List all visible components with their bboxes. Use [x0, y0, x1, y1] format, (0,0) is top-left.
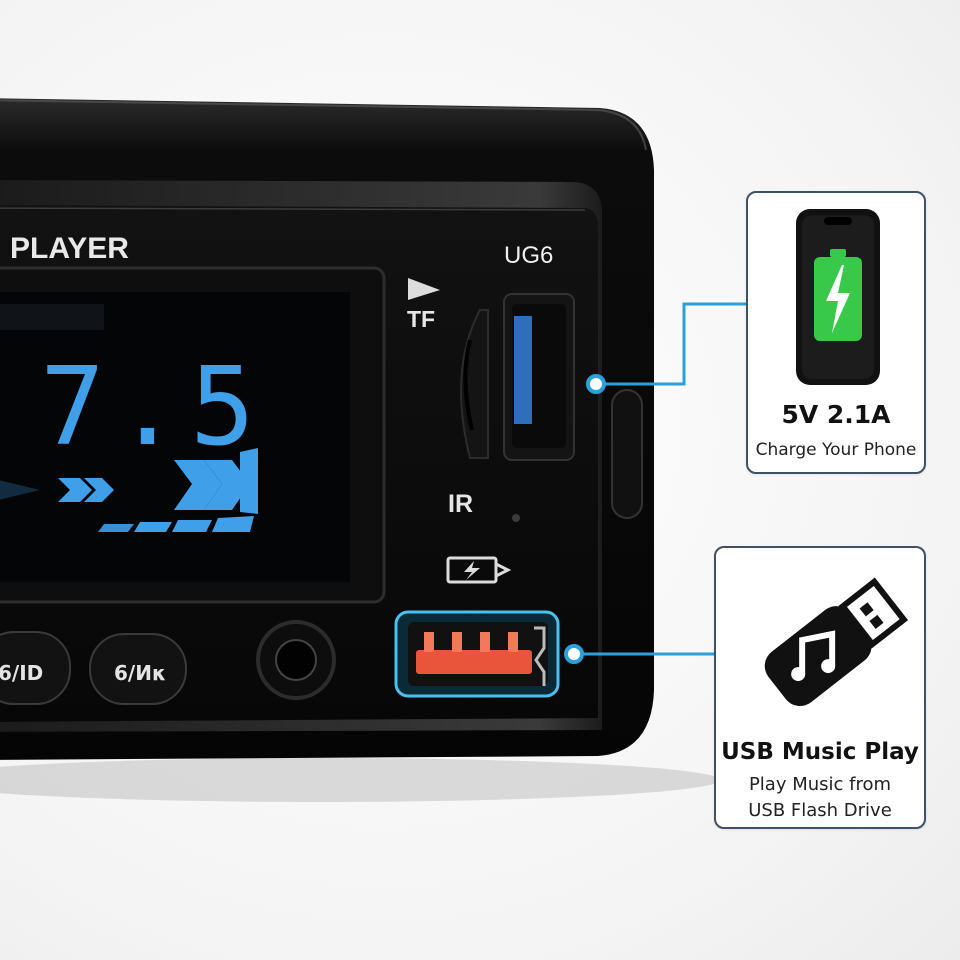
- ir-label: IR: [448, 490, 473, 518]
- display-screen: [0, 292, 350, 582]
- tf-label: TF: [407, 306, 435, 332]
- battery-charge-icon: [446, 556, 512, 584]
- callout-connectors: [564, 302, 747, 664]
- tf-arrow-icon: [408, 278, 440, 300]
- charge-caption: Charge Your Phone: [755, 440, 917, 460]
- player-label: PLAYER: [10, 232, 129, 265]
- usb-port-tongue: [416, 650, 532, 674]
- display-chevrons: [0, 448, 258, 532]
- button-left-label: 6/ID: [0, 661, 43, 685]
- usb-caption-line2: USB Flash Drive: [748, 800, 892, 821]
- display-segment-bar: [0, 304, 104, 330]
- charge-headline: 5V 2.1A: [781, 400, 891, 429]
- ir-sensor: [512, 514, 520, 522]
- usb-flash-drive-music-icon: [764, 577, 909, 707]
- button-right[interactable]: [89, 633, 187, 705]
- top-usb-port-tongue: [514, 316, 532, 424]
- phone-battery-charging-icon: [796, 209, 880, 385]
- model-label: UG6: [504, 242, 553, 269]
- usb-headline: USB Music Play: [721, 739, 919, 765]
- usb-caption-line1: Play Music from: [748, 774, 892, 795]
- callout-usb: USB Music Play Play Music from USB Flash…: [714, 546, 926, 829]
- unit-shadow: [0, 758, 720, 802]
- button-left[interactable]: [0, 631, 71, 705]
- button-right-label: 6/Иκ: [114, 661, 166, 685]
- display-frequency: 7.5: [40, 345, 265, 470]
- usb-caption: Play Music from USB Flash Drive: [716, 772, 924, 824]
- side-slot: [611, 389, 643, 519]
- callout-charge: 5V 2.1A Charge Your Phone: [746, 191, 926, 474]
